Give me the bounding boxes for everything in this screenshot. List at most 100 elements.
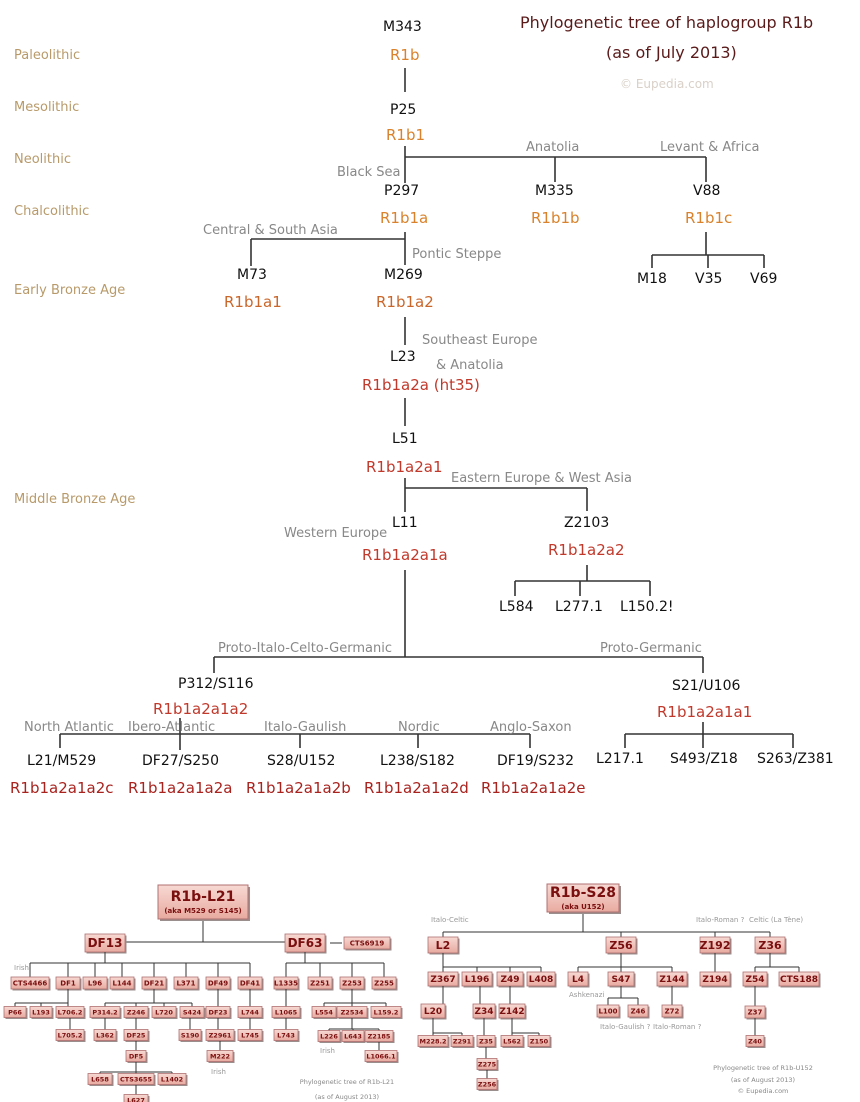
node-label: DF21 (144, 979, 164, 987)
region-black-sea: Black Sea (337, 165, 401, 180)
node-label: Z56 (609, 939, 633, 952)
node-box-s28-tree-z291: Z291 (450, 1035, 475, 1048)
node-box-s28-tree-cts188: CTS188 (778, 971, 821, 988)
node-label: L20 (424, 1007, 442, 1017)
node-box-l21-tree-row1-6: DF49 (205, 976, 232, 991)
node-box-s28-tree-z49: Z49 (496, 971, 525, 988)
node-box-s28-tree-z144: Z144 (656, 971, 689, 988)
node-label: Z72 (665, 1007, 680, 1015)
node-label: Z34 (474, 1007, 493, 1017)
node-p25: P25 (390, 102, 416, 118)
region-pontic-steppe: Pontic Steppe (412, 247, 501, 262)
node-box-rect (109, 976, 135, 990)
node-box-rect (157, 1073, 187, 1085)
node-label: L226 (320, 1032, 338, 1040)
node-box-rect (151, 1006, 177, 1018)
node-label: CTS3655 (120, 1075, 152, 1083)
node-box-s28-tree-l2: L2 (427, 936, 460, 955)
node-box-l21-tree-row1-11: Z255 (371, 976, 398, 991)
label-s28-tree-italo-roman-q: Italo-Roman ? (696, 916, 745, 924)
root-box-l21-tree-root: R1b-L21(aka M529 or S145) (157, 884, 250, 921)
haplogroup-r1b1a1: R1b1a1 (224, 293, 282, 311)
label-l21-tree-caption1: Phylogenetic tree of R1b-L21 (300, 1078, 394, 1086)
node-v88: V88 (693, 183, 720, 199)
node-box-rect (500, 1035, 524, 1047)
node-box-rect (123, 1029, 149, 1041)
label-s28-tree-credit: © Eupedia.com (738, 1087, 789, 1095)
node-label: Z150 (530, 1037, 549, 1045)
node-label: CTS6919 (350, 939, 385, 947)
node-box-l21-tree-cts3655: CTS3655 (117, 1073, 156, 1086)
region-north-atlantic: North Atlantic (24, 720, 114, 735)
node-box-rect (450, 1035, 474, 1047)
node-box-l21-tree-s424: S424 (179, 1006, 206, 1019)
node-box-rect (123, 1006, 149, 1018)
node-box-s28-tree-z367: Z367 (427, 971, 460, 988)
node-box-l21-tree-df13: DF13 (84, 933, 127, 954)
node-box-rect (527, 1035, 551, 1047)
haplogroup-r1b1a2a1a: R1b1a2a1a (362, 546, 448, 564)
node-box-s28-tree-z34: Z34 (472, 1003, 497, 1020)
region-nordic: Nordic (398, 720, 440, 735)
node-box-rect (661, 1004, 683, 1018)
node-box-rect (178, 1029, 202, 1041)
node-l21: L21/M529 (27, 753, 96, 769)
node-m73: M73 (237, 267, 267, 283)
node-label: Z40 (748, 1037, 762, 1045)
node-box-rect (699, 971, 731, 987)
node-label: L705.2 (58, 1031, 83, 1039)
haplogroup-r1b1a2a: R1b1a2a (ht35) (362, 376, 480, 394)
node-box-rect (476, 1078, 498, 1090)
node-l51: L51 (392, 431, 418, 447)
node-box-rect (89, 1006, 121, 1018)
node-label: CTS188 (780, 975, 818, 985)
node-label: DF1 (60, 979, 76, 987)
node-box-l21-tree-row1-5: L371 (173, 976, 200, 991)
period-early-bronze-age: Early Bronze Age (14, 283, 125, 298)
node-l238: L238/S182 (380, 753, 455, 769)
haplogroup-r1b: R1b (390, 46, 420, 64)
node-box-rect (173, 976, 199, 990)
root-label: R1b-L21 (171, 889, 236, 905)
figure-subtitle: (as of July 2013) (606, 43, 737, 62)
node-box-l21-tree-p314: P314.2 (89, 1006, 122, 1019)
node-label: L1402 (161, 1075, 183, 1083)
node-box-s28-tree-z56: Z56 (605, 936, 638, 955)
node-df27: DF27/S250 (142, 753, 219, 769)
node-label: M222 (210, 1052, 230, 1060)
node-box-rect (778, 971, 820, 987)
node-label: L745 (241, 1031, 259, 1039)
node-box-rect (596, 1004, 620, 1018)
node-m335: M335 (535, 183, 574, 199)
node-label: Z291 (453, 1037, 472, 1045)
haplogroup-r1b1a2a1a1: R1b1a2a1a1 (657, 703, 752, 721)
node-box-s28-tree-z35: Z35 (476, 1035, 497, 1048)
node-box-rect (179, 1006, 205, 1018)
region-and-anatolia: & Anatolia (436, 358, 504, 373)
haplogroup-r1b1c: R1b1c (685, 209, 732, 227)
node-box-s28-tree-z142: Z142 (498, 1003, 527, 1020)
node-label: L1065 (275, 1008, 298, 1016)
node-label: L658 (91, 1075, 109, 1083)
region-eastern-europe-west-asia: Eastern Europe & West Asia (451, 471, 632, 486)
node-box-l21-tree-l705: L705.2 (55, 1029, 86, 1042)
node-box-rect (237, 1029, 263, 1041)
node-box-rect (567, 971, 589, 987)
node-s21: S21/U106 (672, 678, 740, 694)
node-label: L1066.1 (366, 1052, 396, 1060)
node-box-s28-tree-z192: Z192 (700, 936, 732, 955)
node-box-rect (273, 1029, 299, 1041)
node-box-rect (55, 1029, 85, 1041)
node-box-l21-tree-row1-7: DF41 (237, 976, 264, 991)
node-label: Z255 (374, 979, 394, 987)
node-label: L562 (503, 1037, 521, 1045)
node-box-l21-tree-row1-1: DF1 (55, 976, 82, 991)
node-label: S190 (181, 1031, 200, 1039)
node-box-l21-tree-z2961: Z2961 (205, 1029, 236, 1042)
node-box-l21-tree-cts6919: CTS6919 (343, 936, 392, 951)
node-label: Z194 (702, 975, 727, 985)
node-box-s28-tree-s47: S47 (607, 971, 636, 988)
period-mesolithic: Mesolithic (14, 100, 79, 115)
region-italo-gaulish: Italo-Gaulish (264, 720, 346, 735)
